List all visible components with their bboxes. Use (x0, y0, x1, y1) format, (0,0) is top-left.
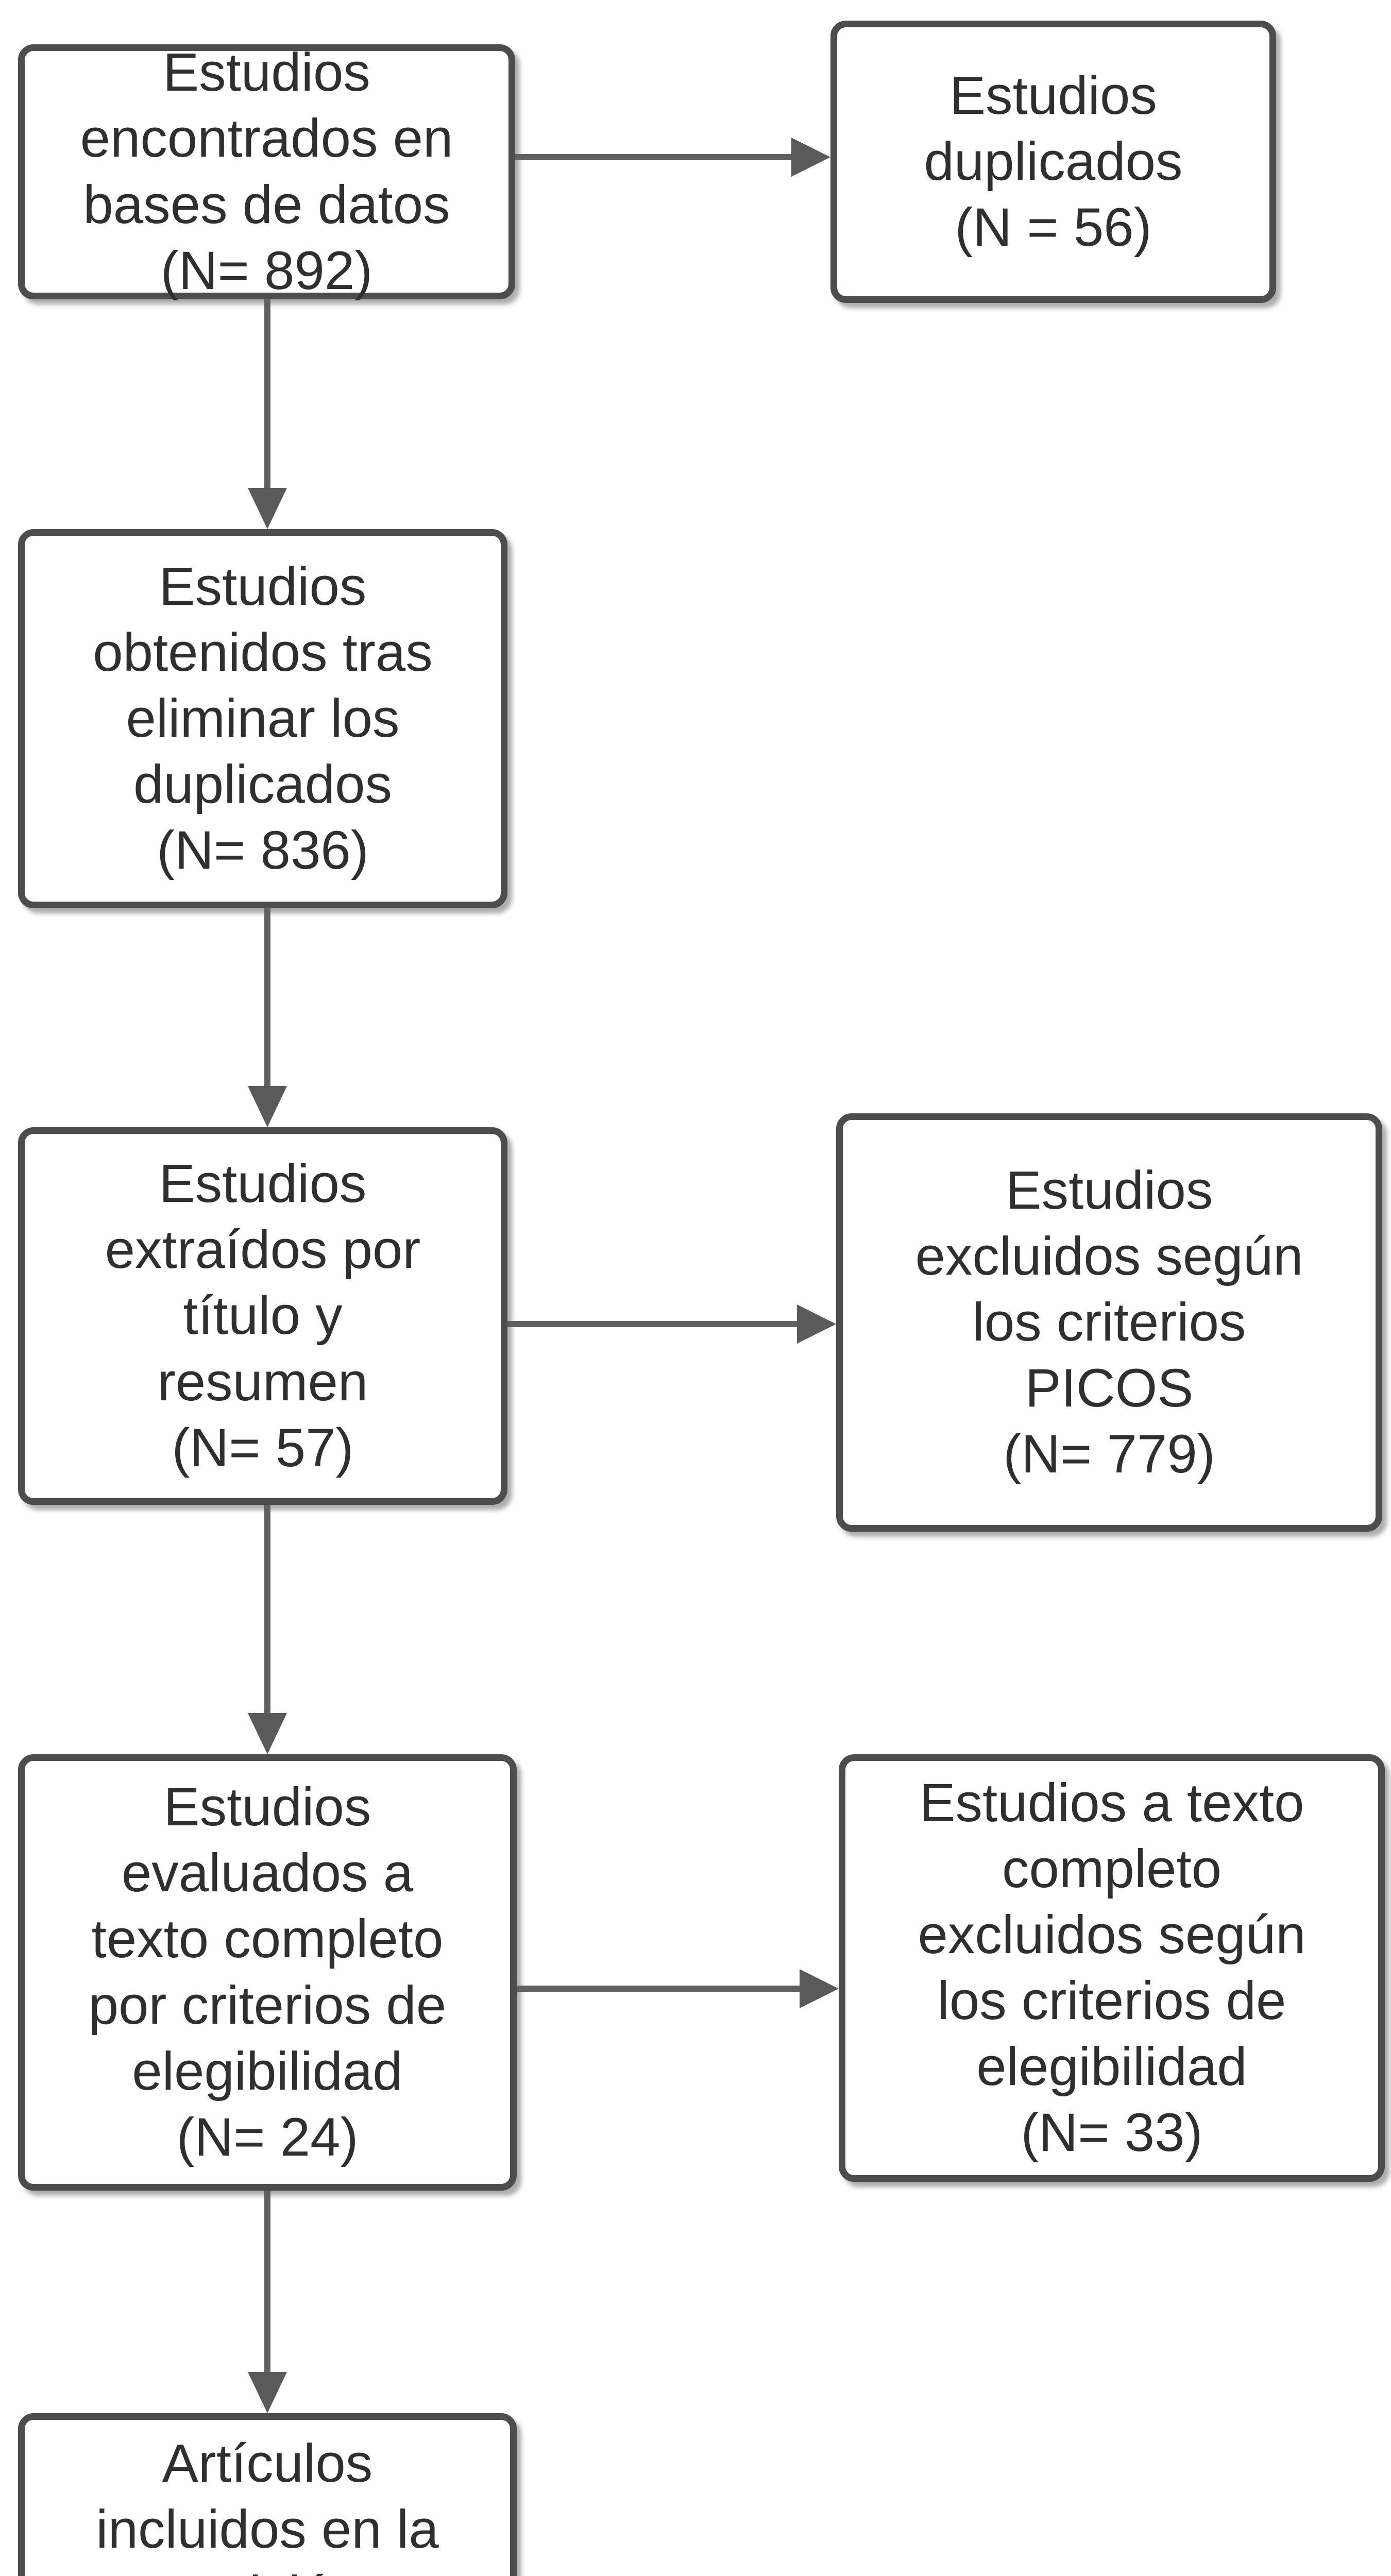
box-estudios-encontrados-label: Estudios encontrados en bases de datos (… (80, 42, 453, 301)
box-estudios-evaluados-texto-completo: Estudios evaluados a texto completo por … (18, 1754, 517, 2191)
box-estudios-excluidos-picos-label: Estudios excluidos según los criterios P… (915, 1160, 1303, 1485)
box-estudios-obtenidos-label: Estudios obtenidos tras eliminar los dup… (93, 556, 433, 881)
box-estudios-extraidos-label: Estudios extraídos por título y resumen … (105, 1154, 421, 1478)
arrow-head-icon-obtenidos-to-extraidos (248, 1086, 287, 1127)
arrow-line-extraidos-to-evaluados (264, 1505, 270, 1713)
arrow-head-icon-extraidos-to-evaluados (248, 1713, 287, 1754)
box-estudios-duplicados-label: Estudios duplicados (N = 56) (924, 65, 1183, 258)
box-estudios-extraidos-titulo-resumen: Estudios extraídos por título y resumen … (18, 1127, 507, 1505)
arrow-line-extraidos-to-excluidos-picos (507, 1321, 797, 1327)
arrow-head-icon-evaluados-to-incluidos (248, 2372, 287, 2413)
arrow-head-icon-found-to-obtenidos (248, 488, 287, 529)
box-articulos-incluidos-label: Artículos incluidos en la revisión siste… (96, 2433, 439, 2576)
box-estudios-evaluados-label: Estudios evaluados a texto completo por … (88, 1777, 447, 2167)
box-estudios-texto-completo-excluidos: Estudios a texto completo excluidos segú… (839, 1754, 1385, 2182)
box-estudios-excluidos-picos: Estudios excluidos según los criterios P… (836, 1113, 1382, 1532)
arrow-head-icon-extraidos-to-excluidos-picos (797, 1304, 836, 1344)
box-estudios-obtenidos-tras-eliminar-duplicados: Estudios obtenidos tras eliminar los dup… (18, 529, 507, 908)
arrow-line-found-to-obtenidos (264, 299, 270, 488)
arrow-line-evaluados-to-incluidos (264, 2191, 270, 2372)
box-estudios-encontrados: Estudios encontrados en bases de datos (… (18, 42, 515, 301)
arrow-line-obtenidos-to-extraidos (264, 908, 270, 1086)
box-articulos-incluidos-revision: Artículos incluidos en la revisión siste… (18, 2413, 517, 2576)
arrow-head-icon-evaluados-to-excluidos-elegibilidad (800, 1969, 839, 2008)
arrow-line-evaluados-to-excluidos-elegibilidad (517, 1986, 800, 1992)
arrow-line-found-to-duplicados (515, 154, 791, 160)
box-estudios-texto-completo-excluidos-label: Estudios a texto completo excluidos segú… (918, 1772, 1306, 2163)
box-estudios-duplicados: Estudios duplicados (N = 56) (830, 21, 1276, 303)
arrow-head-icon-found-to-duplicados (791, 138, 830, 177)
